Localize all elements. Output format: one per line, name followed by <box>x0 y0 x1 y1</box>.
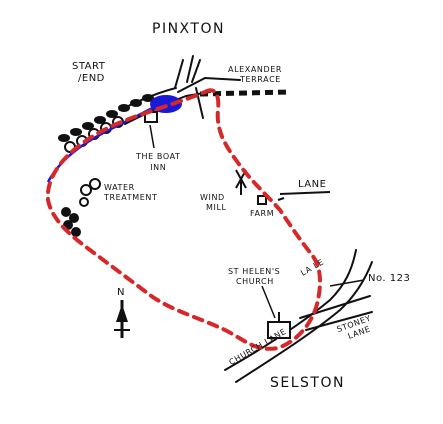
alexander-line2: TERRACE <box>240 75 281 84</box>
alexander-line1: ALEXANDER <box>228 65 283 74</box>
alexander-terrace-label: ALEXANDER TERRACE <box>228 66 282 84</box>
trees-cluster <box>61 207 81 237</box>
pinxton-roads <box>119 55 241 125</box>
boat-inn-label: THE BOAT INN <box>136 153 181 172</box>
church-line1: ST HELEN'S <box>228 267 281 276</box>
boat-inn-pointer <box>149 124 155 149</box>
boat-inn-line1: THE BOAT <box>136 152 181 161</box>
start-label-line2: /END <box>78 73 105 84</box>
windmill-line1: WIND <box>200 193 225 202</box>
north-arrow-icon <box>114 300 130 338</box>
walking-route <box>45 88 322 351</box>
house-number-label: No. 123 <box>368 273 411 284</box>
church-pointer <box>261 285 276 319</box>
boat-inn-line2: INN <box>150 163 167 172</box>
selston-roads <box>224 249 373 383</box>
north-arrow-label: N <box>117 287 125 298</box>
lane-label: LANE <box>298 179 327 190</box>
lane-road <box>277 191 331 201</box>
start-label: START /END <box>72 62 105 84</box>
start-label-line1: START <box>72 61 106 72</box>
church-line2: CHURCH <box>236 277 274 286</box>
water-treatment-tanks <box>79 178 101 207</box>
church-label: ST HELEN'S CHURCH <box>228 268 280 286</box>
water-line1: WATER <box>104 183 135 192</box>
hedgerow <box>58 94 154 142</box>
place-label-north: PINXTON <box>152 21 225 37</box>
windmill-label: WIND MILL <box>200 194 227 212</box>
water-line2: TREATMENT <box>104 193 158 202</box>
farm-building <box>257 195 267 205</box>
railway-line <box>199 89 291 97</box>
house-pointer <box>329 279 365 287</box>
farm-label: FARM <box>250 209 275 218</box>
water-treatment-label: WATER TREATMENT <box>104 184 157 202</box>
place-label-south: SELSTON <box>270 375 345 391</box>
windmill-line2: MILL <box>206 203 227 212</box>
